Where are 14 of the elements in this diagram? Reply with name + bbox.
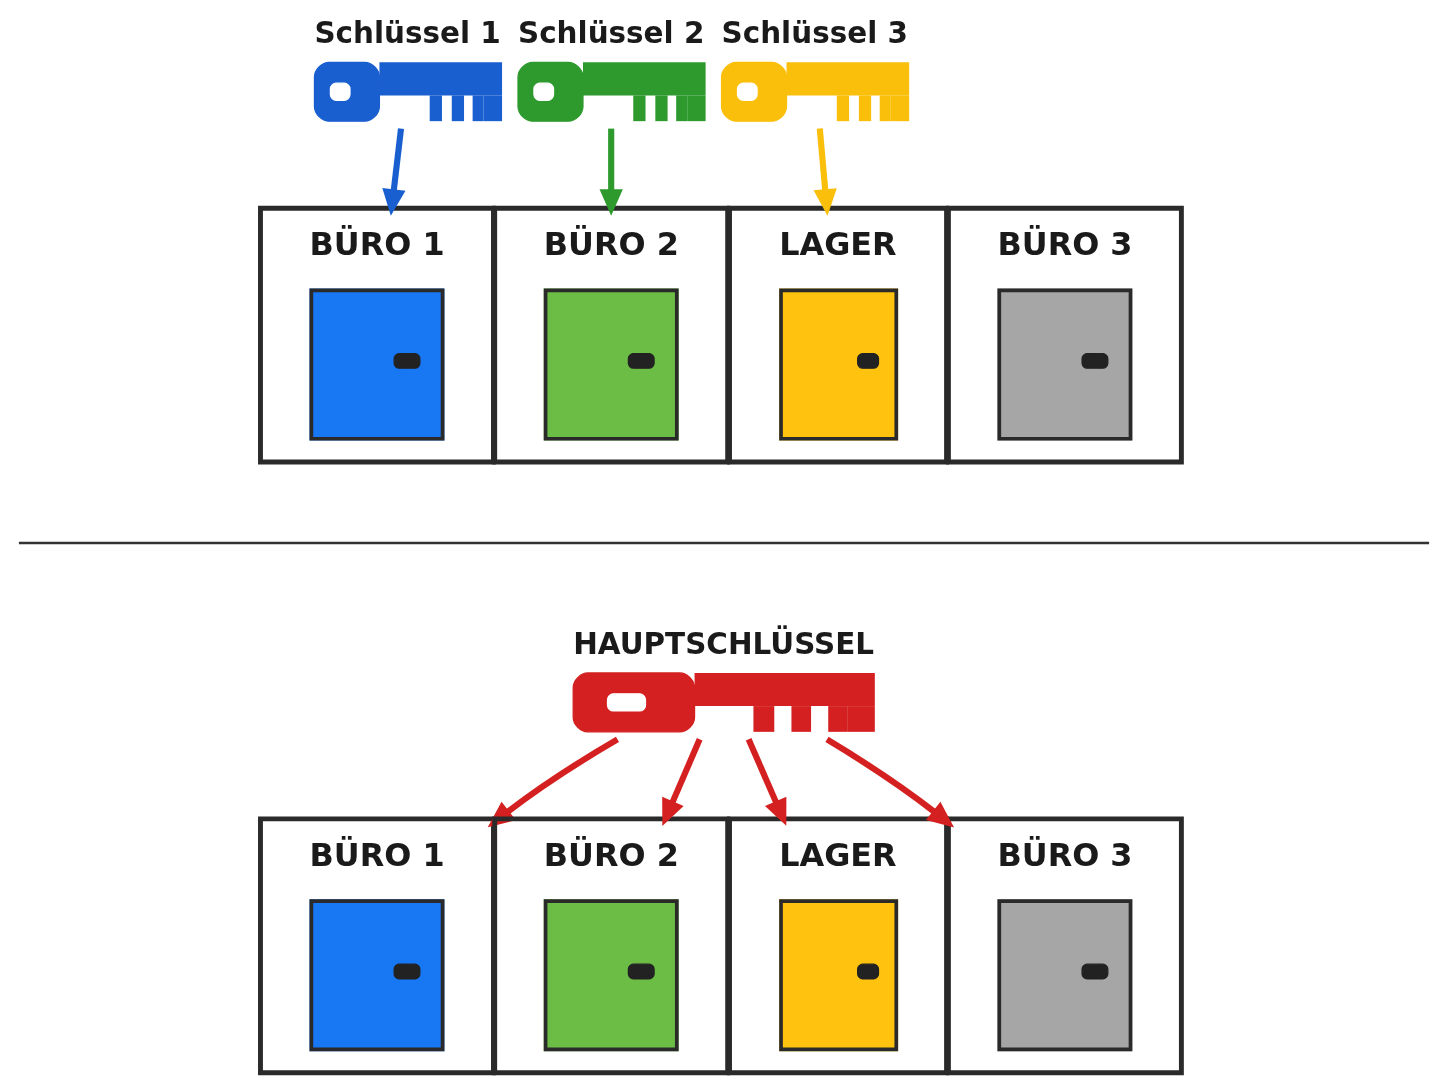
arrow bbox=[813, 128, 837, 216]
arrow bbox=[825, 736, 955, 828]
node-label: Schlüssel 2 bbox=[517, 15, 705, 50]
node-label: Schlüssel 3 bbox=[721, 15, 908, 50]
arrow bbox=[662, 738, 703, 826]
node-box: BÜRO 3 bbox=[945, 816, 1184, 1076]
arrow bbox=[382, 128, 406, 216]
node-box: BÜRO 3 bbox=[945, 205, 1184, 465]
arrow bbox=[745, 738, 787, 826]
node-label: Schlüssel 1 bbox=[314, 15, 501, 50]
arrow bbox=[599, 128, 623, 216]
node-box: LAGER bbox=[727, 816, 949, 1076]
node-box: LAGER bbox=[727, 205, 949, 465]
node-label: HAUPTSCHLÜSSEL bbox=[573, 626, 875, 661]
